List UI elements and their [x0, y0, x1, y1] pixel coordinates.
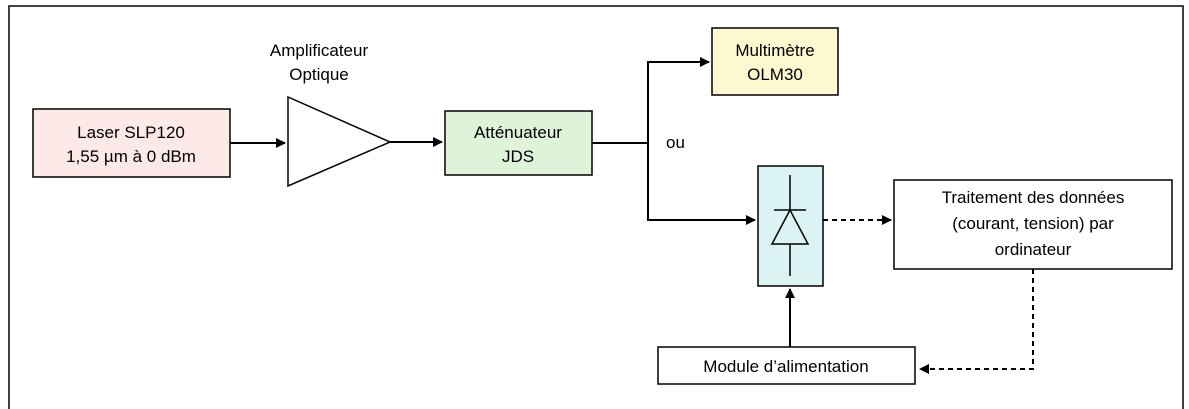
arrow-to-multimeter — [647, 57, 710, 143]
processing-box: Traitement des données (courant, tension… — [893, 179, 1173, 270]
amplifier-label-line2: Optique — [289, 65, 349, 84]
amplifier-triangle — [287, 95, 392, 188]
branch-label-ou: ou — [666, 133, 685, 152]
arrow-to-photodiode — [647, 143, 756, 225]
processing-label-line2: (courant, tension) par — [952, 214, 1114, 233]
multimeter-box: Multimètre OLM30 — [711, 27, 839, 96]
photodiode-box — [757, 165, 824, 287]
laser-box: Laser SLP120 1,55 µm à 0 dBm — [32, 108, 231, 178]
processing-label-line1: Traitement des données — [942, 188, 1125, 207]
multimeter-label-line2: OLM30 — [747, 65, 803, 84]
processing-label-line3: ordinateur — [995, 240, 1072, 259]
laser-label-line1: Laser SLP120 — [77, 123, 185, 142]
laser-label-line2: 1,55 µm à 0 dBm — [66, 147, 196, 166]
power-module-box: Module d’alimentation — [657, 346, 916, 385]
attenuator-box: Atténuateur JDS — [444, 110, 593, 176]
photodiode-icon — [770, 175, 810, 276]
frame-border — [8, 5, 1184, 409]
attenuator-label-line2: JDS — [502, 147, 534, 166]
amplifier-label-line1: Amplificateur — [270, 41, 369, 60]
power-module-label: Module d’alimentation — [703, 357, 868, 376]
multimeter-label-line1: Multimètre — [735, 41, 814, 60]
arrow-processing-to-power — [919, 269, 1034, 374]
attenuator-label-line1: Atténuateur — [474, 123, 562, 142]
